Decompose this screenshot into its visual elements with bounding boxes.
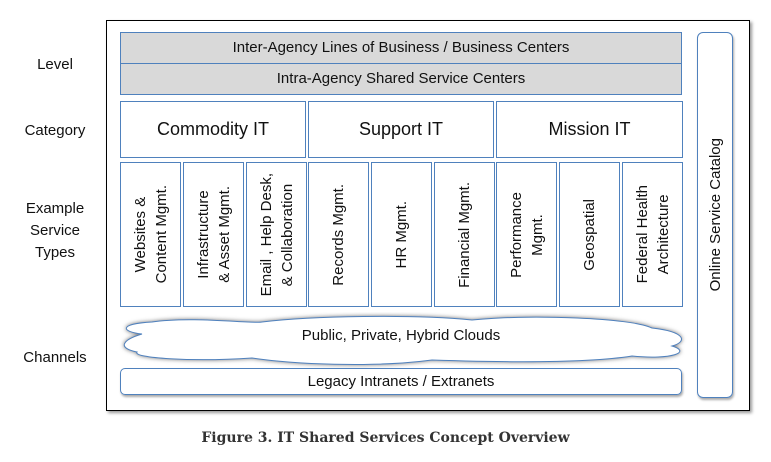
service-label: Email , Help Desk, & Collaboration <box>257 172 296 297</box>
service-cell: Federal Health Architecture <box>622 162 683 307</box>
service-cell: Records Mgmt. <box>308 162 369 307</box>
row-label-level: Level <box>37 56 73 73</box>
figure-caption: Figure 3. IT Shared Services Concept Ove… <box>201 430 570 446</box>
level-intra-agency: Intra-Agency Shared Service Centers <box>120 63 682 95</box>
service-label: Performance Mgmt. <box>507 191 546 278</box>
category-label: Support IT <box>358 119 444 139</box>
row-label-service-types: Example Service Types <box>25 200 85 261</box>
service-cell: Infrastructure & Asset Mgmt. <box>183 162 244 307</box>
category-label: Commodity IT <box>156 119 270 139</box>
service-cell: Financial Mgmt. <box>434 162 495 307</box>
service-label: HR Mgmt. <box>393 200 410 269</box>
service-cell: Email , Help Desk, & Collaboration <box>246 162 307 307</box>
online-service-catalog: Online Service Catalog <box>697 32 733 398</box>
service-label: Federal Health Architecture <box>633 185 672 284</box>
channel-clouds: Public, Private, Hybrid Clouds <box>301 327 501 344</box>
row-label-category: Category <box>24 122 86 139</box>
category-support-it: Support IT <box>308 101 494 158</box>
level-inter-agency: Inter-Agency Lines of Business / Busines… <box>120 32 682 64</box>
service-label: Geospatial <box>581 198 598 271</box>
service-cell: Geospatial <box>559 162 620 307</box>
service-label: Infrastructure & Asset Mgmt. <box>194 186 233 283</box>
category-mission-it: Mission IT <box>496 101 683 158</box>
service-label: Financial Mgmt. <box>456 181 473 288</box>
row-label-channels: Channels <box>23 349 87 366</box>
category-label: Mission IT <box>548 119 631 139</box>
diagram-frame <box>106 20 750 411</box>
service-label: Records Mgmt. <box>330 183 347 286</box>
catalog-label: Online Service Catalog <box>706 138 724 292</box>
category-commodity-it: Commodity IT <box>120 101 306 158</box>
cloud-shape <box>124 315 682 365</box>
service-cell: HR Mgmt. <box>371 162 432 307</box>
channel-legacy: Legacy Intranets / Extranets <box>120 368 682 395</box>
service-label: Websites & Content Mgmt. <box>131 185 170 284</box>
service-cell: Websites & Content Mgmt. <box>120 162 181 307</box>
service-cell: Performance Mgmt. <box>496 162 557 307</box>
